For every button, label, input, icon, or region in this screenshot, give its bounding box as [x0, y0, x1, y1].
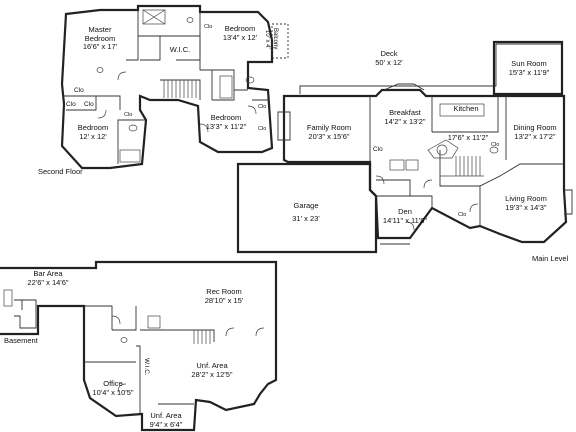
room-label-kitchen-size: 17'6" x 11'2" [447, 133, 489, 143]
room-name: W.I.C. [169, 45, 191, 54]
room-name: Office [103, 379, 123, 388]
room-size: 13'4" x 12' [222, 32, 258, 42]
room-label-kitchen-name: Kitchen [453, 104, 479, 114]
room-size: 10' x 4' [264, 30, 270, 49]
room-size: 20'3" x 15'6" [308, 131, 350, 141]
room-label-wic-upper: W.I.C. [169, 45, 191, 55]
room-name: Sun Room [511, 59, 547, 68]
room-label-sun-room: Sun Room 15'3" x 11'9" [508, 59, 550, 77]
room-size: 13'3" x 11'2" [205, 121, 247, 131]
room-size: 9'4" x 6'4" [149, 419, 183, 429]
closet-label: Clo [373, 146, 383, 153]
room-size: 15'3" x 11'9" [508, 67, 550, 77]
room-size: 19'3" x 14'3" [505, 202, 547, 212]
room-name: Bedroom [77, 123, 109, 132]
room-size: 31' x 23' [292, 213, 320, 223]
room-size: 13'2" x 17'2" [514, 131, 556, 141]
floor-label-main: Main Level [532, 254, 569, 263]
room-label-living-room: Living Room 19'3" x 14'3" [505, 194, 547, 212]
closet-label: Clo [258, 126, 267, 132]
room-name: Den [398, 207, 412, 216]
room-name: Unf. Area [196, 361, 228, 370]
room-name: Living Room [505, 194, 547, 203]
room-label-bar-area: Bar Area 22'6" x 14'6" [27, 269, 69, 287]
room-label-family-room: Family Room 20'3" x 15'6" [306, 123, 352, 141]
room-label-wic-lower: W.I.C. [143, 358, 150, 376]
room-size: 17'6" x 11'2" [447, 133, 489, 142]
room-label-office: Office 10'4" x 10'5" [92, 379, 134, 397]
room-name: Rec Room [206, 287, 242, 296]
room-label-unf-area-small: Unf. Area 9'4" x 6'4" [149, 411, 183, 429]
second-floor-plan [60, 4, 289, 170]
closet-label: Clo [74, 87, 84, 94]
floor-label-second: Second Floor [38, 167, 83, 176]
room-label-rec-room: Rec Room 28'10" x 15' [204, 287, 244, 305]
room-size: 10'4" x 10'5" [92, 387, 134, 397]
closet-label: Clo [204, 24, 213, 30]
room-size: 28'2" x 12'5" [191, 369, 233, 379]
room-label-master-bedroom: Master Bedroom 16'6" x 17' [82, 25, 118, 52]
room-label-breakfast: Breakfast 14'2" x 13'2" [384, 108, 426, 126]
closet-label: Clo [491, 142, 500, 148]
room-name: Unf. Area [150, 411, 182, 420]
main-level-plan [236, 40, 573, 254]
room-label-unf-area-big: Unf. Area 28'2" x 12'5" [191, 361, 233, 379]
room-label-bedroom-ne: Bedroom 13'4" x 12' [222, 24, 258, 42]
room-name: Garage [293, 201, 319, 210]
room-name: Bar Area [33, 269, 63, 278]
room-size: 12' x 12' [79, 131, 107, 141]
closet-label: Clo [84, 101, 94, 108]
room-name: Family Room [306, 123, 352, 132]
room-label-balcony-size: 10' x 4' [264, 30, 270, 49]
closet-label: Clo [66, 101, 76, 108]
room-label-deck: Deck 50' x 12' [375, 49, 403, 67]
room-name: Breakfast [389, 108, 421, 117]
room-name: Balcony [272, 28, 278, 50]
room-name: W.I.C. [143, 358, 150, 376]
room-size: 50' x 12' [375, 57, 403, 67]
room-size: 14'11" x 11'8" [382, 215, 428, 225]
room-name: Bedroom [210, 113, 242, 122]
room-label-dining-room: Dining Room 13'2" x 17'2" [513, 123, 557, 141]
room-size: 14'2" x 13'2" [384, 116, 426, 126]
room-name: Deck [380, 49, 398, 58]
room-name: Bedroom [224, 24, 256, 33]
room-name: Kitchen [453, 104, 479, 113]
room-name: Dining Room [513, 123, 557, 132]
floor-label-basement: Basement [4, 336, 38, 345]
room-size: 28'10" x 15' [204, 295, 244, 305]
basement-plan [0, 260, 278, 432]
room-size: 22'6" x 14'6" [27, 277, 69, 287]
room-label-den: Den 14'11" x 11'8" [382, 207, 428, 225]
room-size: 16'6" x 17' [82, 42, 118, 51]
room-label-balcony: Balcony [272, 28, 278, 49]
room-label-bedroom-se: Bedroom 13'3" x 11'2" [205, 113, 247, 131]
closet-label: Clo [258, 104, 267, 110]
closet-label: Clo [124, 112, 133, 118]
room-label-bedroom-sw: Bedroom 12' x 12' [77, 123, 109, 141]
room-label-garage: Garage 31' x 23' [292, 201, 320, 223]
closet-label: Clo [458, 212, 467, 218]
room-name: Master Bedroom [84, 25, 116, 43]
